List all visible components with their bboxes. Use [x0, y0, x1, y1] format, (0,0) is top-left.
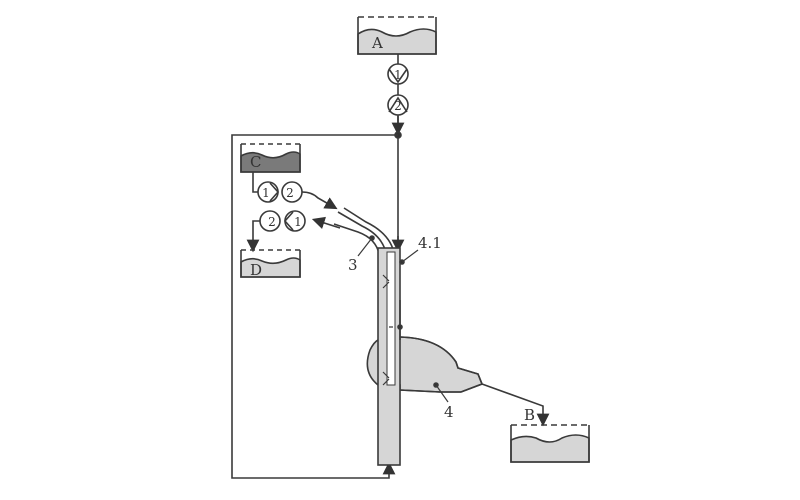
- tank-c: [240, 143, 301, 173]
- tank-a: [357, 16, 437, 55]
- pump-1-a-label: 1: [394, 68, 402, 82]
- pump-1-a: [387, 63, 409, 85]
- pump-2-a-label: 2: [394, 99, 402, 113]
- pump-2-d-label: 2: [268, 215, 276, 229]
- label-vessel-4: 4: [444, 403, 454, 421]
- pump-1-c-label: 1: [262, 186, 270, 200]
- label-jacket-4-1: 4.1: [418, 234, 442, 252]
- label-tube-3: 3: [348, 256, 358, 274]
- pump-2-a: [387, 94, 409, 116]
- label-tank-d: D: [250, 261, 262, 279]
- tank-b: [510, 424, 590, 463]
- recirculation-loop: [231, 134, 398, 479]
- pump-1-d-label: 1: [294, 215, 302, 229]
- pump-2-c-label: 2: [286, 186, 294, 200]
- label-tank-b: B: [524, 406, 535, 424]
- label-tank-a: A: [371, 34, 383, 52]
- label-tank-c: C: [250, 153, 261, 171]
- tank-d: [240, 249, 301, 278]
